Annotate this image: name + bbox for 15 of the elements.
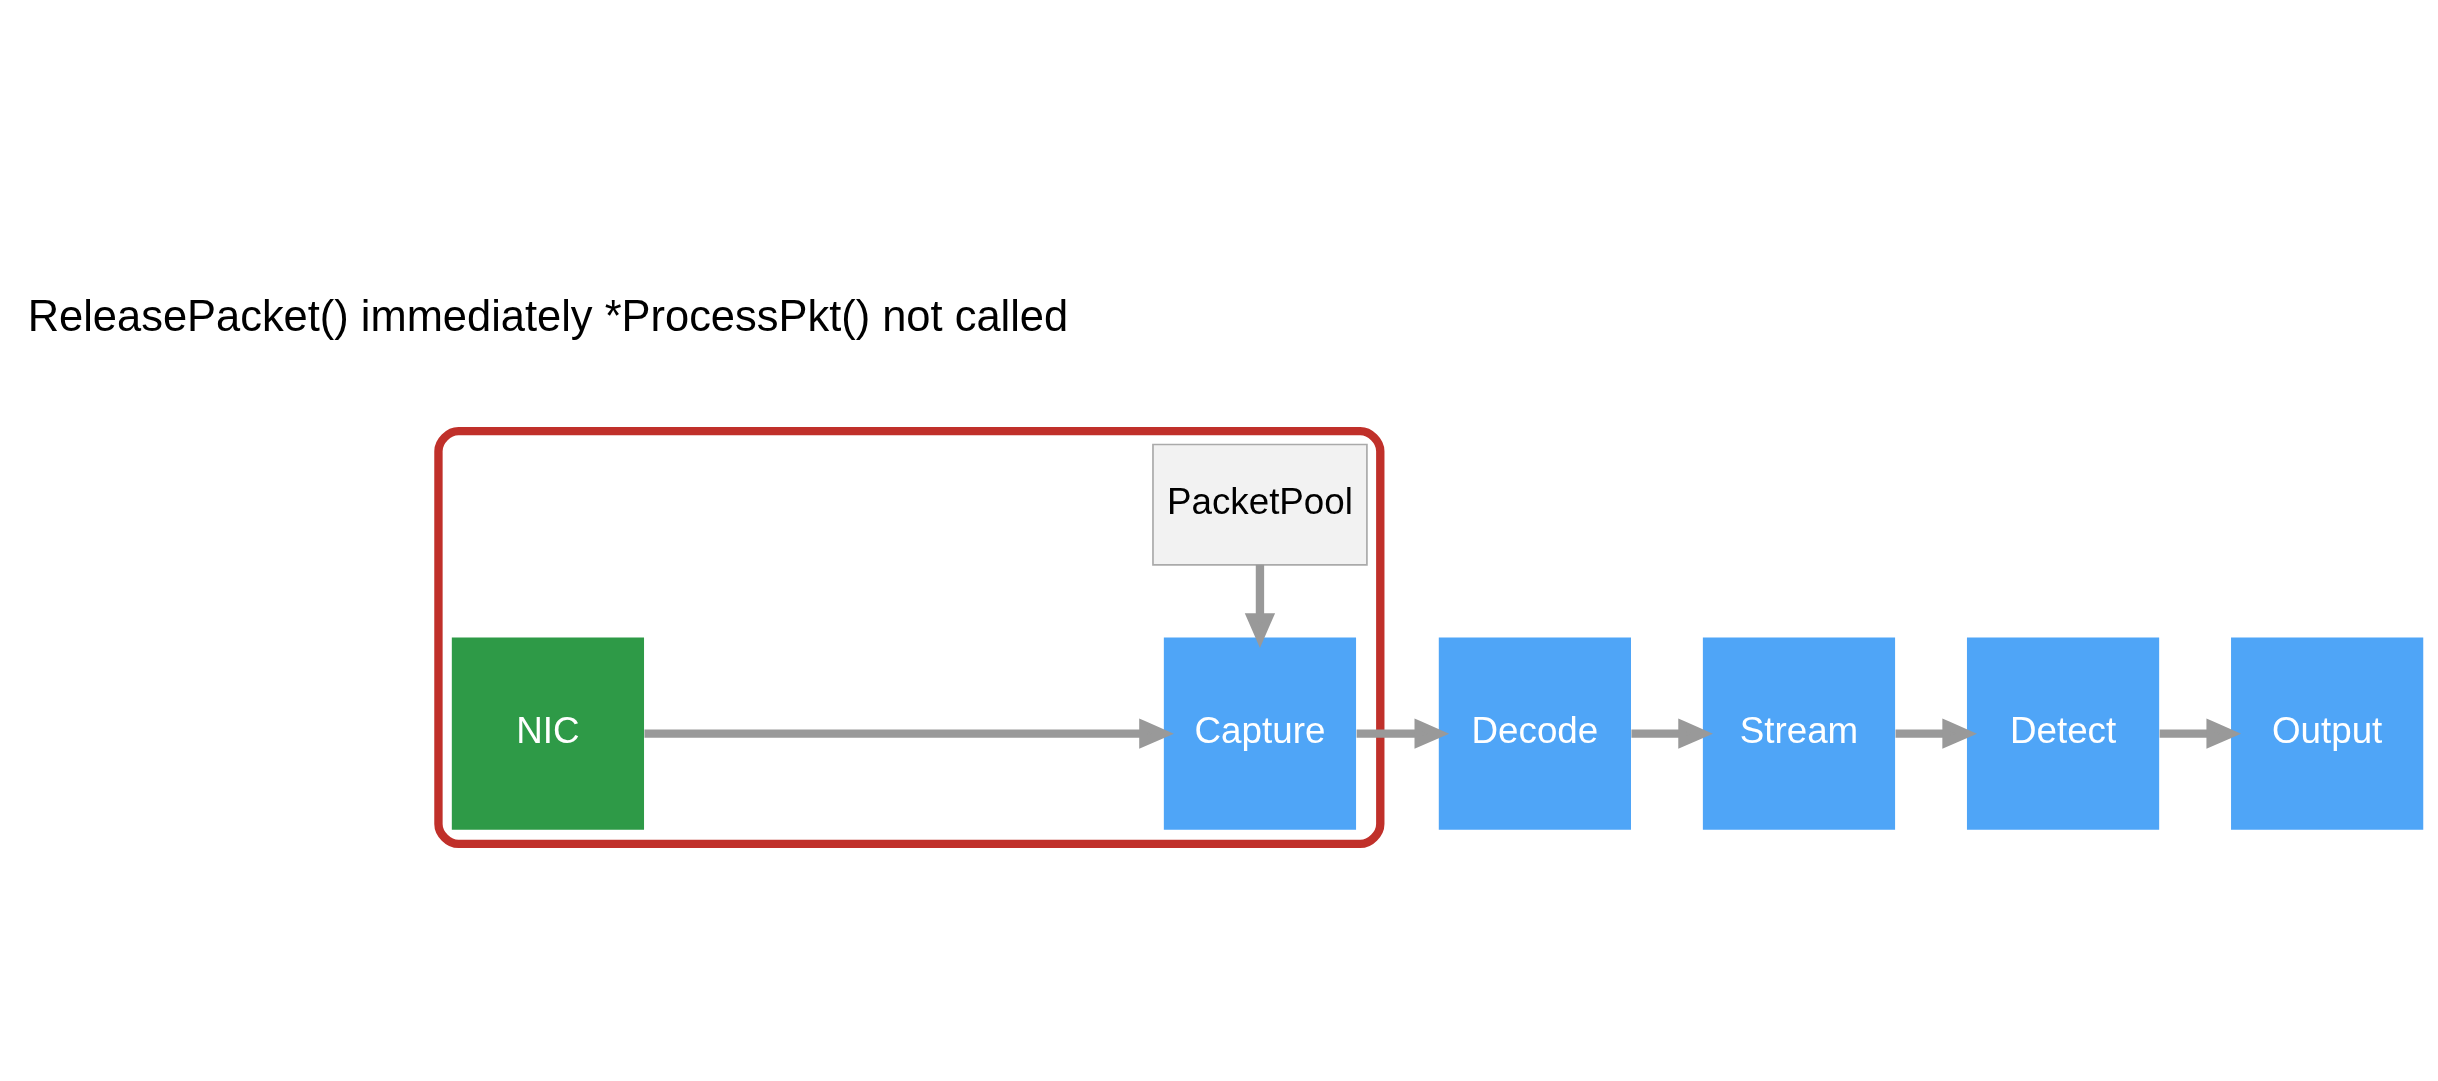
arrow bbox=[1244, 564, 1276, 648]
cluster bbox=[434, 426, 1385, 848]
arrow bbox=[1631, 717, 1713, 749]
arrow bbox=[2159, 717, 2242, 749]
node-box: Detect bbox=[1966, 637, 2160, 830]
arrow bbox=[644, 717, 1174, 749]
node-box: NIC bbox=[451, 637, 645, 830]
arrow bbox=[1895, 717, 1978, 749]
node-box: Capture bbox=[1163, 637, 1357, 830]
arrow bbox=[1356, 717, 1450, 749]
node-box: Stream bbox=[1702, 637, 1896, 830]
node-box: PacketPool bbox=[1152, 443, 1368, 566]
label: ReleasePacket() immediately *ProcessPkt() not called bbox=[27, 291, 1069, 340]
node-box: Decode bbox=[1438, 637, 1631, 830]
node-box: Output bbox=[2231, 637, 2424, 830]
